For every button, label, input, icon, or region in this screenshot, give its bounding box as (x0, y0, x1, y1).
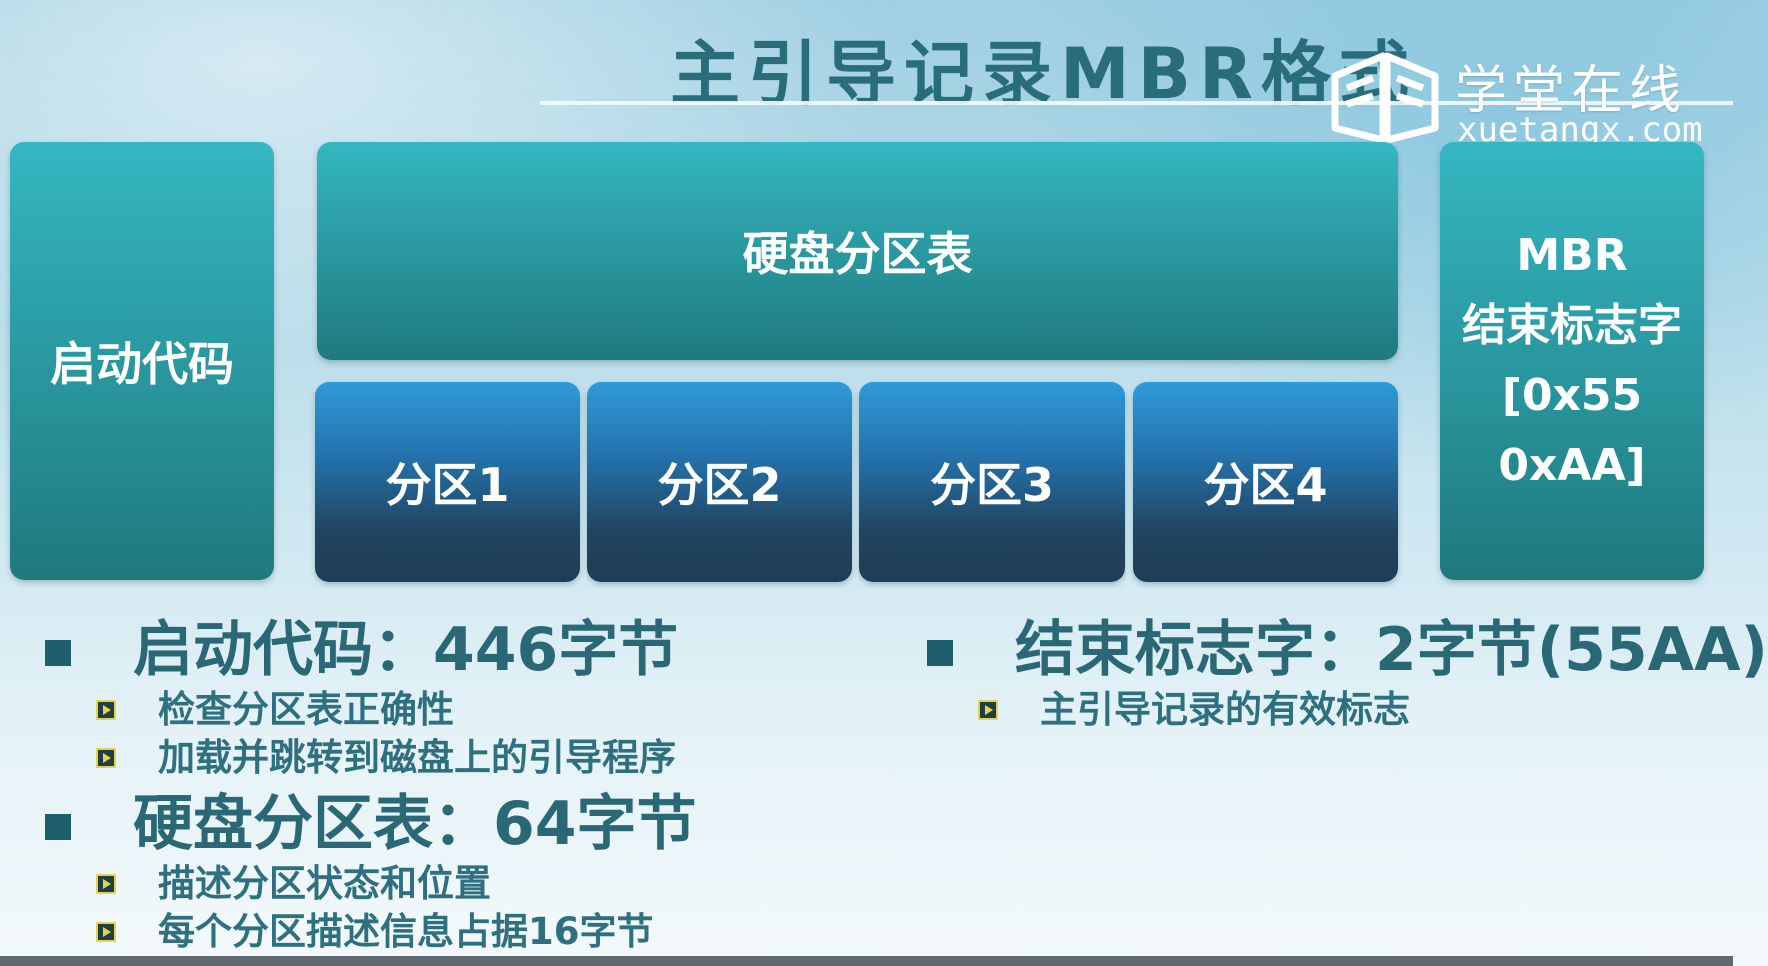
sub-bullet: 加载并跳转到磁盘上的引导程序 (96, 734, 697, 782)
partition-label: 分区2 (657, 458, 782, 512)
partition-label: 分区1 (385, 458, 510, 512)
bullet-list-left: 启动代码：446字节 检查分区表正确性 加载并跳转到磁盘上的引导程序 硬盘分区表… (45, 614, 697, 956)
sub-bullet-text: 描述分区状态和位置 (158, 862, 491, 905)
bullet-heading: 启动代码：446字节 (45, 614, 697, 686)
bullet-heading: 结束标志字：2字节(55AA) (927, 614, 1768, 686)
arrow-bullet-icon (96, 922, 116, 942)
arrow-bullet-icon (96, 874, 116, 894)
partition-4-block: 分区4 (1133, 382, 1398, 582)
book-logo-icon (1331, 52, 1439, 144)
sub-bullet-text: 检查分区表正确性 (158, 688, 454, 731)
sub-bullet-text: 每个分区描述信息占据16字节 (158, 910, 654, 953)
sub-bullet: 描述分区状态和位置 (96, 860, 697, 908)
partition-2-block: 分区2 (587, 382, 852, 582)
partition-label: 分区3 (929, 458, 1054, 512)
arrow-bullet-icon (96, 748, 116, 768)
square-bullet-icon (927, 640, 953, 666)
arrow-bullet-icon (978, 700, 998, 720)
sub-bullet-text: 主引导记录的有效标志 (1040, 688, 1410, 731)
sub-bullet: 每个分区描述信息占据16字节 (96, 908, 697, 956)
sub-bullet: 主引导记录的有效标志 (978, 686, 1768, 734)
end-signature-line: 结束标志字 (1462, 300, 1682, 351)
sub-bullet: 检查分区表正确性 (96, 686, 697, 734)
partition-table-block: 硬盘分区表 (317, 142, 1398, 360)
boot-code-block: 启动代码 (10, 142, 274, 580)
end-signature-block: MBR 结束标志字 [0x55 0xAA] (1440, 142, 1704, 580)
square-bullet-icon (45, 640, 71, 666)
bullet-heading-text: 结束标志字：2字节(55AA) (1015, 615, 1768, 685)
partition-1-block: 分区1 (315, 382, 580, 582)
boot-code-label: 启动代码 (50, 337, 234, 391)
logo-chinese-text: 学堂在线 (1455, 61, 1688, 121)
end-signature-line: MBR (1516, 230, 1628, 281)
end-signature-line: [0x55 (1501, 370, 1643, 421)
bullet-list-right: 结束标志字：2字节(55AA) 主引导记录的有效标志 (927, 614, 1768, 734)
sub-bullet-text: 加载并跳转到磁盘上的引导程序 (158, 736, 676, 779)
partition-3-block: 分区3 (859, 382, 1125, 582)
bullet-heading: 硬盘分区表：64字节 (45, 788, 697, 860)
arrow-bullet-icon (96, 700, 116, 720)
title-divider (540, 101, 1733, 105)
square-bullet-icon (45, 814, 71, 840)
bottom-bar (0, 956, 1733, 966)
bullet-heading-text: 硬盘分区表：64字节 (133, 789, 697, 859)
partition-label: 分区4 (1203, 458, 1328, 512)
partition-table-label: 硬盘分区表 (742, 227, 973, 281)
bullet-heading-text: 启动代码：446字节 (133, 615, 679, 685)
end-signature-line: 0xAA] (1498, 440, 1646, 491)
